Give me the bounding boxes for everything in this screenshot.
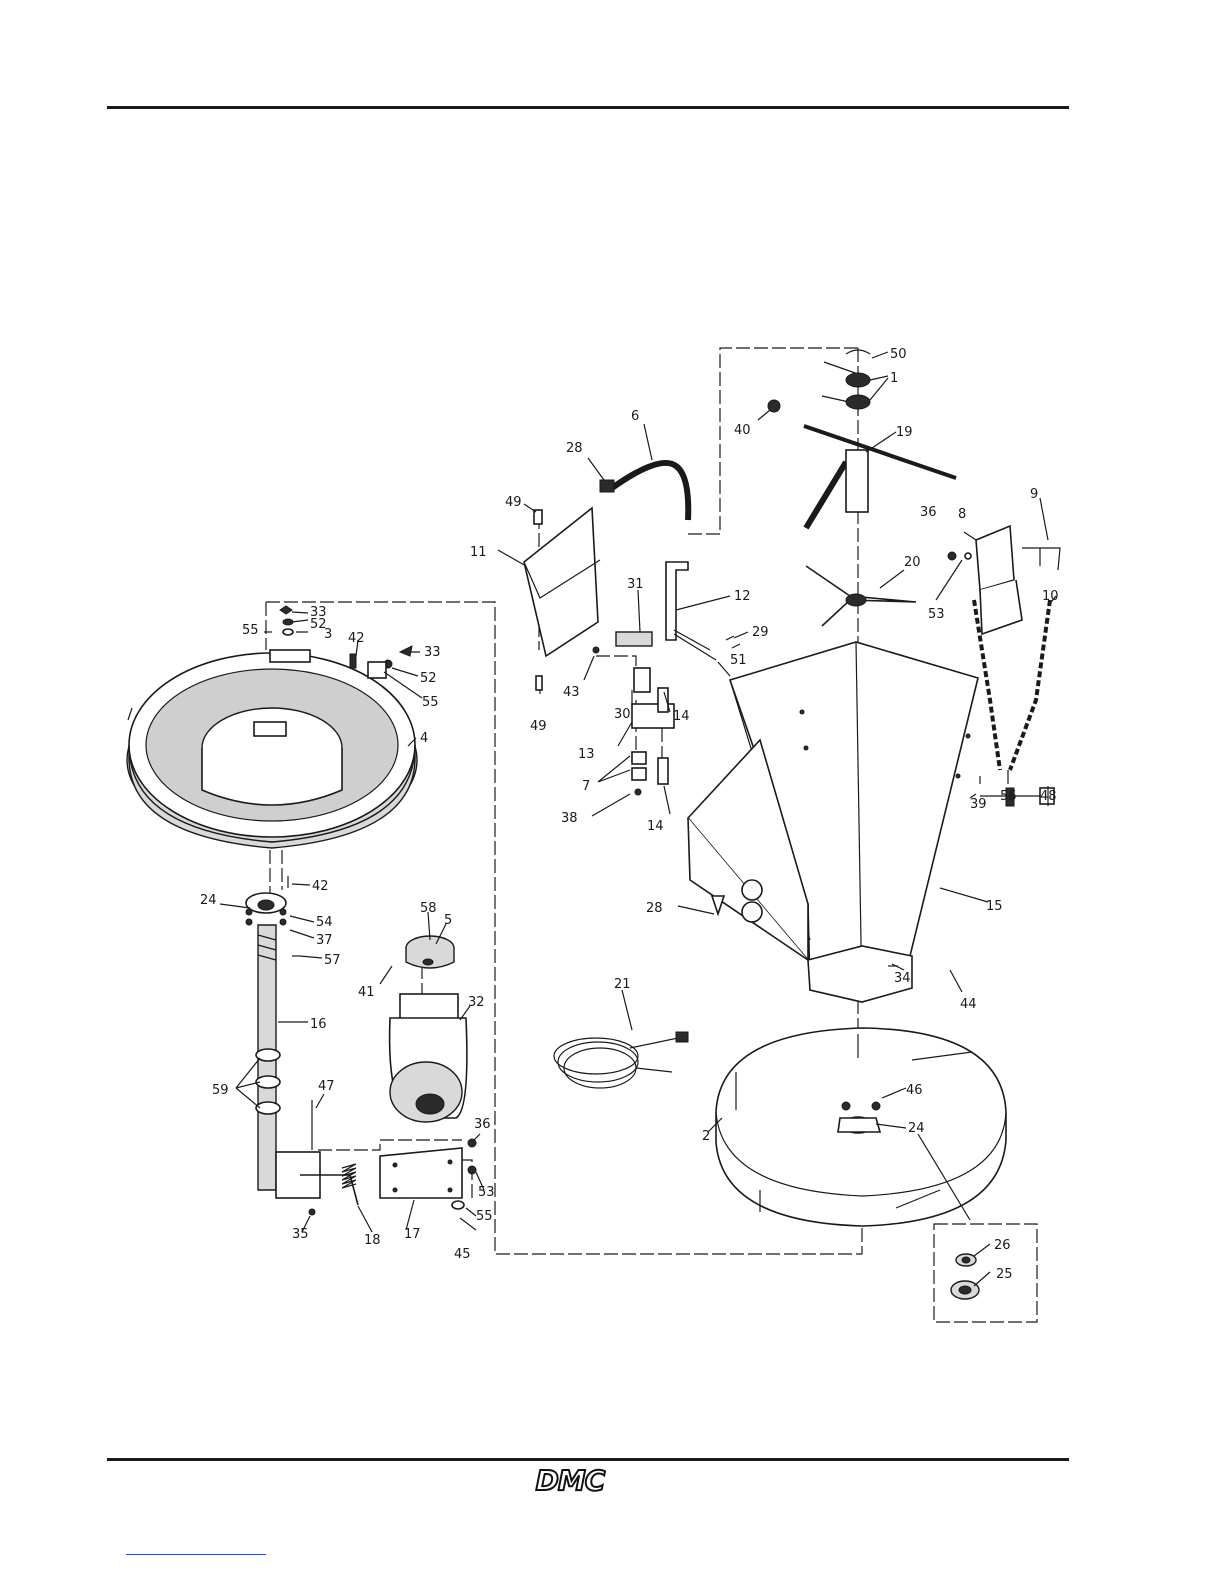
callout-9: 9 xyxy=(1030,487,1038,502)
deflector-part-11 xyxy=(524,508,600,690)
callout-46: 46 xyxy=(906,1083,923,1098)
callout-20: 20 xyxy=(904,555,921,570)
callout-16: 16 xyxy=(310,1017,327,1032)
callout-8: 8 xyxy=(958,507,966,522)
switch-assembly-parts xyxy=(593,562,740,795)
callout-32: 32 xyxy=(468,995,485,1010)
callout-19: 19 xyxy=(896,425,913,440)
callout-49b: 49 xyxy=(530,719,547,734)
hanger-bracket-part-8 xyxy=(948,526,1060,806)
callout-54: 54 xyxy=(316,915,333,930)
callout-28b: 28 xyxy=(646,901,663,916)
callout-55b: 55 xyxy=(422,695,439,710)
callout-5: 5 xyxy=(444,913,452,928)
callout-45: 45 xyxy=(454,1247,471,1262)
callout-3: 3 xyxy=(324,627,332,642)
callout-49: 49 xyxy=(505,495,522,510)
agitator-part-19 xyxy=(768,350,956,626)
callout-2: 2 xyxy=(702,1129,710,1144)
callout-15: 15 xyxy=(986,899,1003,914)
agitator-shaft-part-16 xyxy=(246,876,358,1215)
callout-55c: 55 xyxy=(476,1209,493,1224)
callout-44: 44 xyxy=(960,997,977,1012)
bottom-rule xyxy=(107,1458,1069,1461)
callout-4: 4 xyxy=(420,731,428,746)
callout-47: 47 xyxy=(318,1079,335,1094)
callout-14a: 14 xyxy=(673,709,690,724)
callout-28: 28 xyxy=(566,441,583,456)
callout-59: 59 xyxy=(212,1083,229,1098)
callout-36a: 36 xyxy=(920,505,937,520)
callout-53b: 53 xyxy=(478,1185,495,1200)
callout-39: 39 xyxy=(970,797,987,812)
spreader-pan-part-2 xyxy=(716,1028,1006,1226)
callout-21: 21 xyxy=(614,977,631,992)
callout-56: 56 xyxy=(1000,789,1017,804)
callout-36b: 36 xyxy=(474,1117,491,1132)
callout-29: 29 xyxy=(752,625,769,640)
spinner-bearing-parts-25-26 xyxy=(951,1254,979,1299)
callout-17: 17 xyxy=(404,1227,421,1242)
callout-37: 37 xyxy=(316,933,333,948)
callout-42a: 42 xyxy=(348,631,365,646)
callout-41: 41 xyxy=(358,985,375,1000)
callout-24b: 24 xyxy=(908,1121,925,1136)
callout-1: 1 xyxy=(890,371,898,386)
callout-12: 12 xyxy=(734,589,751,604)
motor-part-32 xyxy=(380,936,476,1230)
callout-52b: 52 xyxy=(420,671,437,686)
callout-34: 34 xyxy=(894,971,911,986)
callout-43: 43 xyxy=(563,685,580,700)
callout-6: 6 xyxy=(631,409,639,424)
callout-35: 35 xyxy=(292,1227,309,1242)
power-cord-part-21 xyxy=(554,1032,688,1088)
callout-7: 7 xyxy=(582,779,590,794)
callout-42b: 42 xyxy=(312,879,329,894)
callout-11: 11 xyxy=(470,545,487,560)
callout-51: 51 xyxy=(730,653,747,668)
callout-40: 40 xyxy=(734,423,751,438)
logo-text: DMC xyxy=(520,1465,620,1497)
callout-25: 25 xyxy=(996,1267,1013,1282)
callout-10: 10 xyxy=(1042,589,1059,604)
callout-30: 30 xyxy=(614,707,631,722)
callout-48: 48 xyxy=(1040,789,1057,804)
dmc-logo: DMC xyxy=(520,1465,620,1497)
hopper-part-15 xyxy=(688,642,978,1002)
callout-50: 50 xyxy=(890,347,907,362)
callout-58: 58 xyxy=(420,901,437,916)
footer-link-underline[interactable] xyxy=(126,1554,266,1555)
spreader-lid-part-4 xyxy=(127,650,417,848)
callout-31: 31 xyxy=(627,577,644,592)
callout-14b: 14 xyxy=(647,819,664,834)
callout-26: 26 xyxy=(994,1238,1011,1253)
callout-38: 38 xyxy=(561,811,578,826)
callout-33b: 33 xyxy=(424,645,441,660)
callout-13: 13 xyxy=(578,747,595,762)
callout-53a: 53 xyxy=(928,607,945,622)
flex-shaft-part-6 xyxy=(600,463,688,520)
callout-55a: 55 xyxy=(242,623,259,638)
callout-24: 24 xyxy=(200,893,217,908)
callout-57: 57 xyxy=(324,953,341,968)
callout-18: 18 xyxy=(364,1233,381,1248)
